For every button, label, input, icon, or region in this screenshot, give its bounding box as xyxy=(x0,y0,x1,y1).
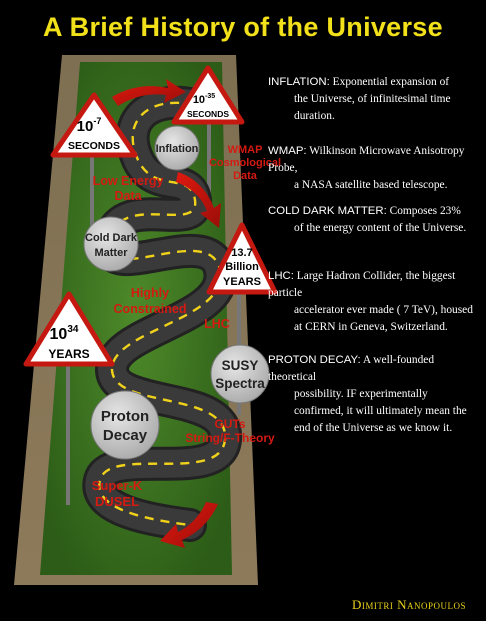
definition-body: a NASA satellite based telescope. xyxy=(294,179,448,191)
definition-term: PROTON DECAY: xyxy=(268,354,361,366)
sign-3 xyxy=(206,222,278,295)
cold-dark-label-1: Cold Dark xyxy=(85,232,138,244)
arrow-2 xyxy=(176,172,221,228)
proton-label-1: Proton xyxy=(101,408,149,425)
wmap-label-3: Data xyxy=(233,170,258,182)
low-energy-label-2: Data xyxy=(114,189,142,203)
sign-post-1 xyxy=(90,150,94,255)
lhc-label: LHC xyxy=(204,317,230,331)
definition-body: accelerator ever made ( 7 TeV), housed a… xyxy=(294,304,473,333)
definition-lhc: LHC: Large Hadron Collider, the biggest … xyxy=(268,268,480,336)
sign-3-line3: YEARS xyxy=(223,276,261,288)
sign-1 xyxy=(50,92,138,158)
guts-label-1: GUTs xyxy=(214,417,245,431)
sign-1-value: 10-7 xyxy=(77,116,102,135)
definition-cold-dark-matter: COLD DARK MATTER: Composes 23% of the en… xyxy=(268,203,480,237)
inflation-label: Inflation xyxy=(156,143,199,155)
proton-decay-disc xyxy=(90,390,160,460)
cold-dark-matter-disc xyxy=(83,216,139,272)
definition-lead: Wilkinson Microwave Anisotropy Probe, xyxy=(268,145,465,174)
proton-label-2: Decay xyxy=(103,427,148,444)
susy-label-2: Spectra xyxy=(215,376,265,391)
sign-4-value: 1034 xyxy=(50,324,79,343)
sign-1-unit: SECONDS xyxy=(68,140,120,152)
highly-label-2: Constrained xyxy=(114,302,187,316)
sign-4 xyxy=(23,291,115,367)
low-energy-label-1: Low Energy xyxy=(93,174,164,188)
definition-body: the Universe, of infinitesimal time dura… xyxy=(294,93,451,122)
sign-2-unit: SECONDS xyxy=(187,109,229,119)
sign-4-unit: YEARS xyxy=(48,347,89,361)
definition-lead: A well-founded theoretical xyxy=(268,354,435,383)
definition-term: LHC: xyxy=(268,270,294,282)
wmap-label-2: Cosmological xyxy=(209,157,281,169)
definition-lead: Large Hadron Collider, the biggest parti… xyxy=(268,270,456,299)
definition-term: INFLATION: xyxy=(268,76,330,88)
definition-lead: Exponential expansion of xyxy=(329,76,450,88)
inflation-disc xyxy=(154,125,200,171)
author-credit: Dimitri Nanopoulos xyxy=(351,597,466,612)
arrow-3 xyxy=(160,502,218,548)
sign-3-line1: 13.7 xyxy=(231,247,252,259)
highly-label-1: Highly xyxy=(131,286,169,300)
sign-post-2 xyxy=(207,115,211,210)
sign-2 xyxy=(171,65,245,125)
sign-2-value: 10-35 xyxy=(193,93,215,106)
definition-inflation: INFLATION: Exponential expansion of the … xyxy=(268,74,480,125)
susy-label-1: SUSY xyxy=(222,358,259,373)
definition-body: possibility. IF experimentally confirmed… xyxy=(294,388,467,434)
guts-label-2: String/F-Theory xyxy=(185,431,275,445)
superk-label-1: Super-K xyxy=(92,478,143,493)
road-centerline xyxy=(98,101,227,527)
definition-lead: Composes 23% xyxy=(386,205,461,217)
wmap-label-1: WMAP xyxy=(228,144,263,156)
definition-term: COLD DARK MATTER: xyxy=(268,205,387,217)
susy-spectra-disc xyxy=(210,344,270,404)
definition-term: WMAP: xyxy=(268,145,307,157)
cold-dark-label-2: Matter xyxy=(94,247,128,259)
sign-post-4 xyxy=(66,365,70,505)
definition-body: of the energy content of the Universe. xyxy=(294,222,467,234)
definition-wmap: WMAP: Wilkinson Microwave Anisotropy Pro… xyxy=(268,143,480,194)
page-title: A Brief History of the Universe xyxy=(43,12,443,42)
arrow-1 xyxy=(112,79,186,106)
definition-proton-decay: PROTON DECAY: A well-founded theoretical… xyxy=(268,352,480,437)
superk-label-2: DUSEL xyxy=(95,494,139,509)
sign-3-line2: Billion xyxy=(225,261,259,273)
